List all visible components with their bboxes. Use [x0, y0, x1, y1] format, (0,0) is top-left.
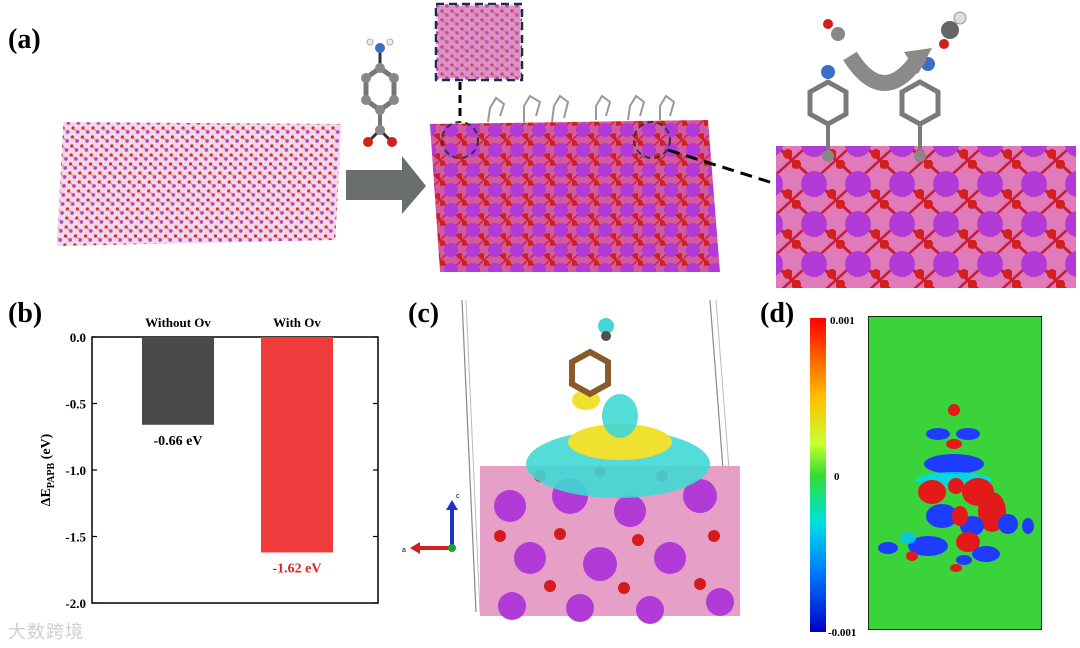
colorbar-mid: 0 — [834, 471, 840, 483]
panel-label-c: (c) — [408, 298, 440, 329]
curved-arrow — [843, 51, 927, 91]
panel-label-d: (d) — [760, 298, 795, 329]
bulk-lattice — [56, 122, 342, 246]
panel-label-b: (b) — [8, 298, 43, 329]
energy-bar-chart: 0.0 -0.5 -1.0 -1.5 -2.0 Without Ov -0.66 eV Wi… — [39, 315, 379, 611]
y-tick-label: 0.0 — [70, 330, 86, 345]
y-tick-label: -1.0 — [65, 463, 86, 478]
category-label: With Ov — [273, 315, 321, 330]
y-tick-label: -0.5 — [65, 397, 86, 412]
colorbar-min: -0.001 — [828, 627, 856, 639]
colorbar-max: 0.001 — [830, 315, 855, 327]
slab-lattice — [430, 120, 720, 272]
bar-without-ov — [142, 337, 214, 425]
category-label: Without Ov — [145, 315, 211, 330]
chart-frame — [91, 336, 379, 604]
panel-label-a: (a) — [8, 24, 41, 55]
adsorbed-molecules — [487, 94, 676, 123]
zoom-molecules — [807, 11, 967, 162]
bar-with-ov — [261, 337, 333, 553]
axis-a-label: a — [402, 547, 406, 554]
y-tick-label: -2.0 — [65, 596, 86, 611]
zoom-panel — [776, 146, 1076, 288]
y-axis-label: ΔEPAPB (eV) — [39, 433, 57, 506]
process-arrow — [346, 156, 426, 214]
colorbar: 0.001 0 -0.001 — [810, 315, 856, 639]
watermark: 大数跨境 — [8, 622, 84, 643]
axis-c-label: c — [456, 493, 460, 500]
paba-molecule — [361, 38, 399, 147]
charge-difference-map — [868, 316, 1042, 630]
panel-a-illustration — [56, 2, 1076, 288]
value-label: -0.66 eV — [154, 434, 203, 449]
charge-density-render: c a — [402, 299, 741, 624]
value-label: -1.62 eV — [273, 561, 322, 576]
y-tick-label: -1.5 — [65, 530, 86, 545]
